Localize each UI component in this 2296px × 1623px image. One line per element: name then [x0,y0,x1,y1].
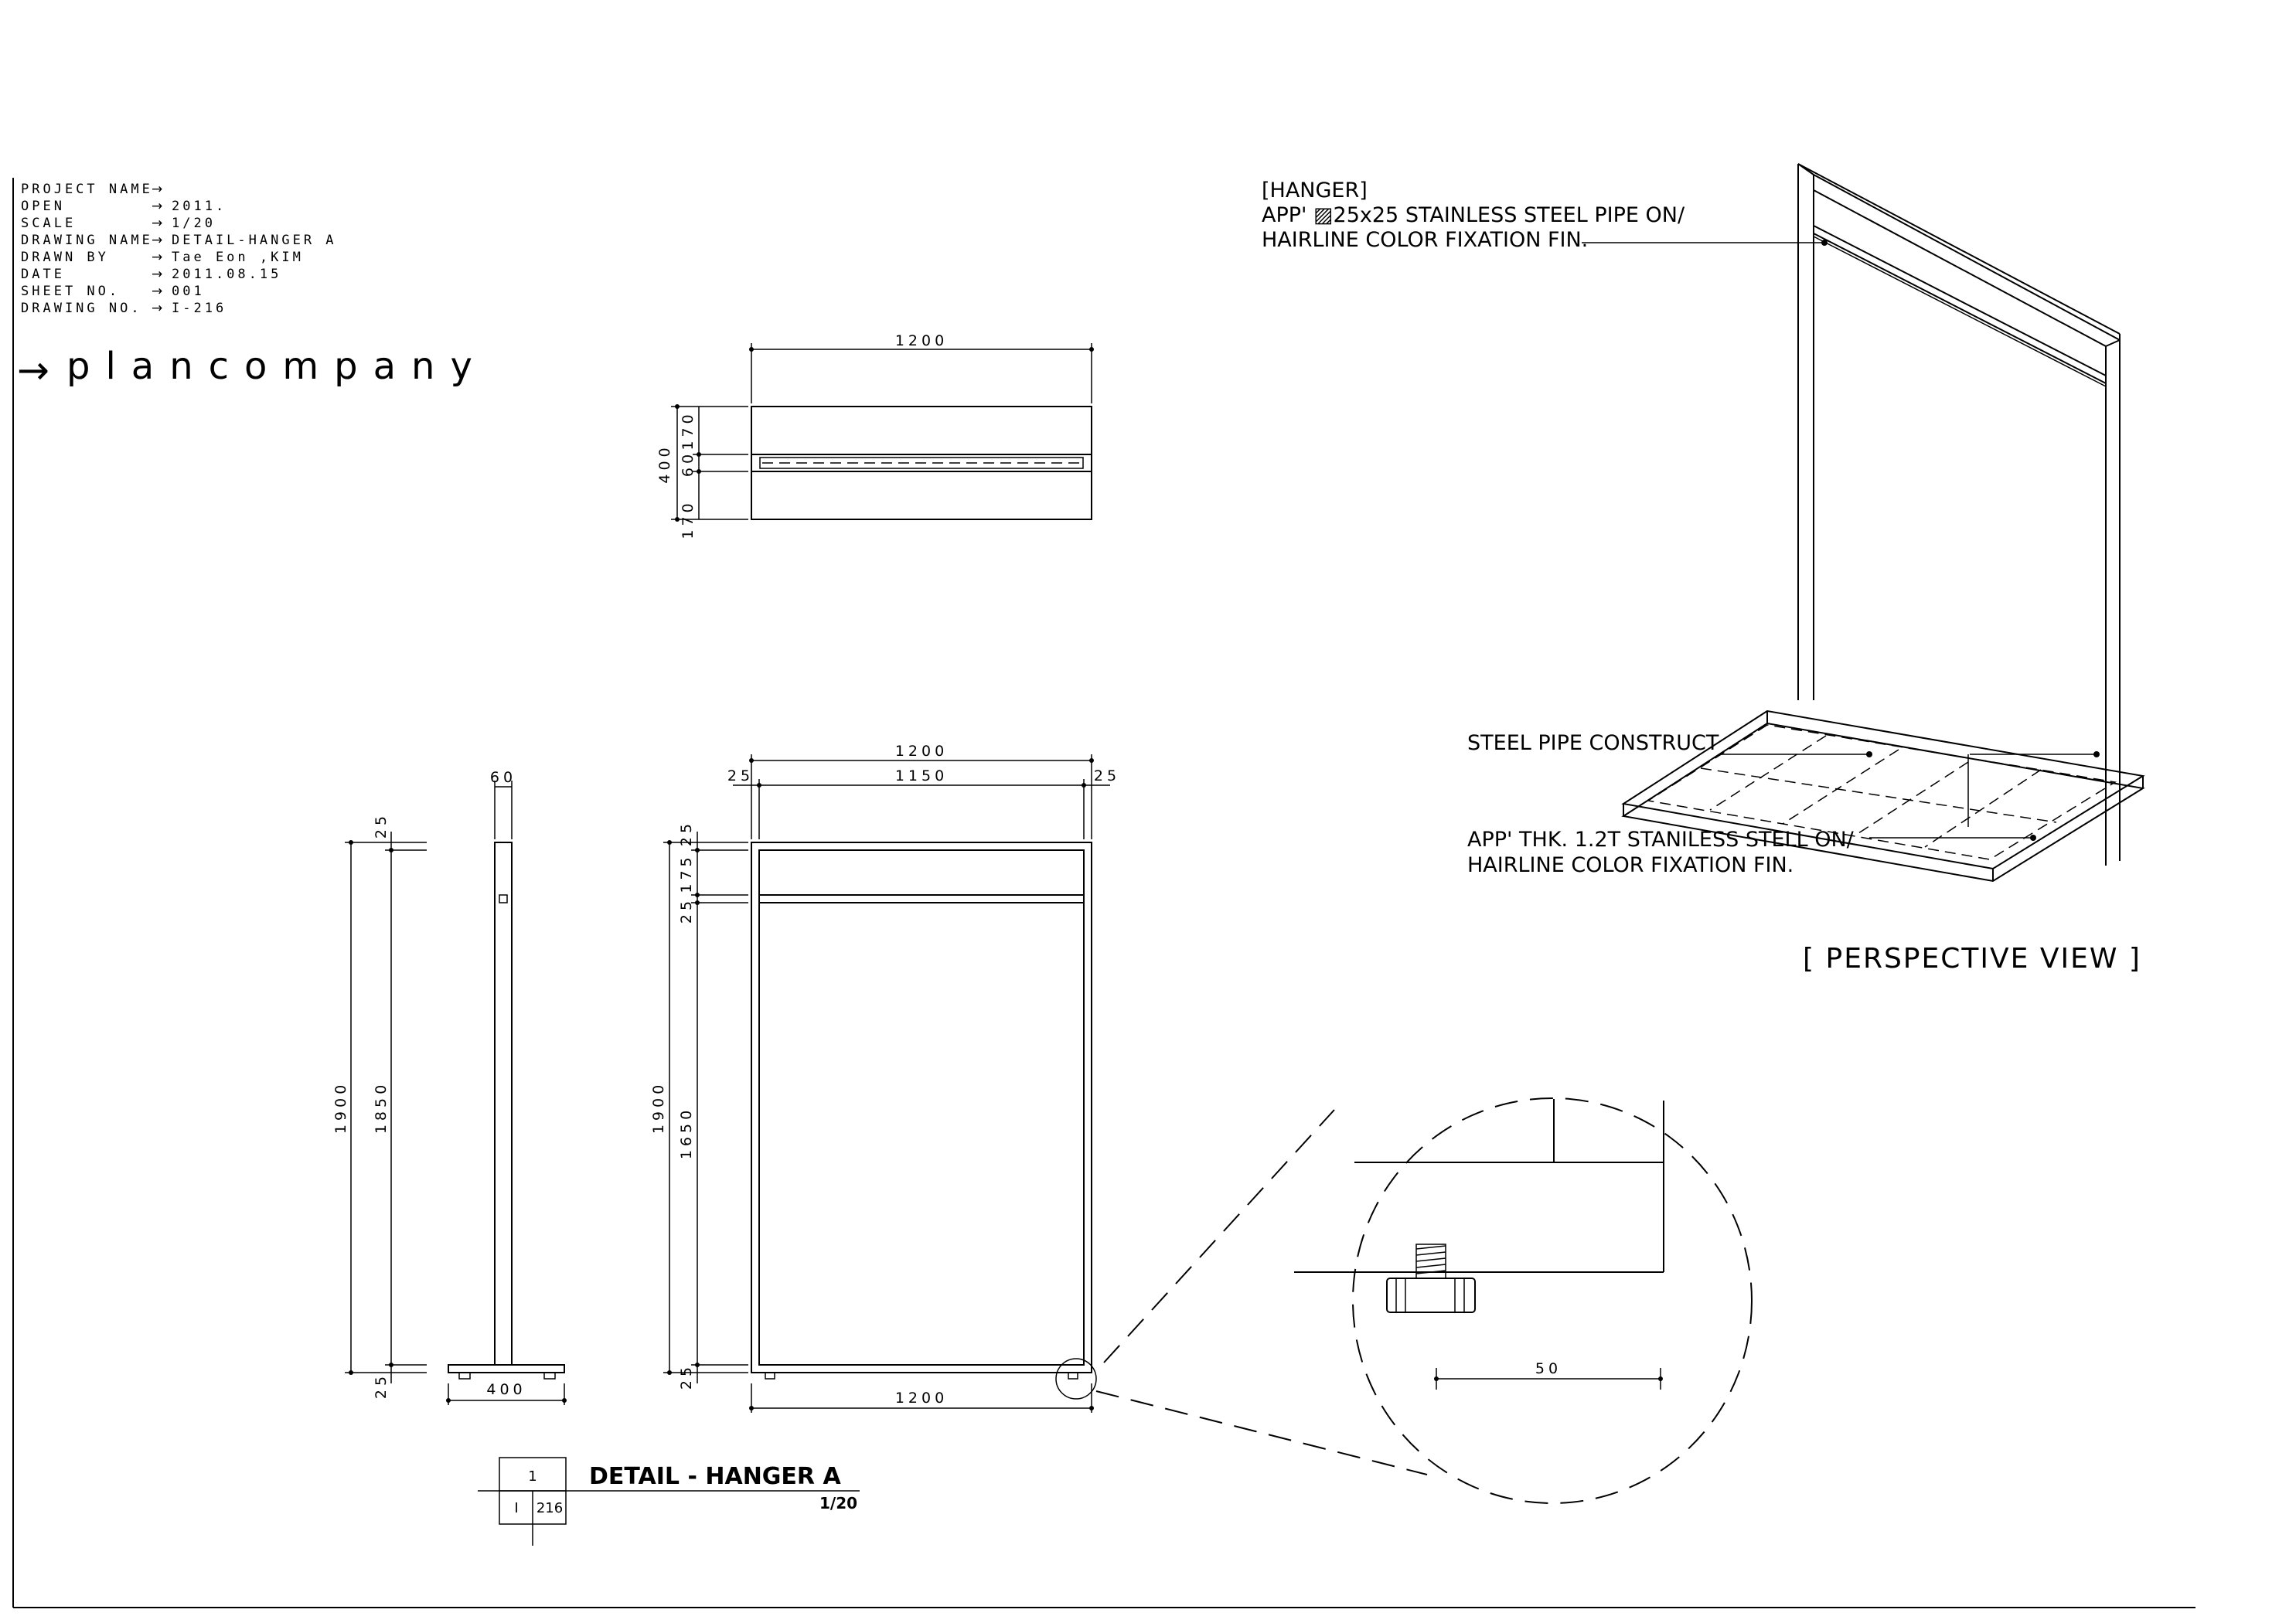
arrow-icon: → [152,216,165,231]
base-note-line-1: APP' THK. 1.2T STANILESS STELL ON/ [1467,828,1855,852]
arrow-icon: → [152,301,165,316]
drawing-sheet-right: 216 [537,1500,563,1516]
detail-callout: 50 [1055,1097,1753,1504]
front-view: 1200 1150 25 25 1200 1900 1650 25 175 25… [650,743,1120,1413]
hanger-note-line-2: APP' ▨25x25 STAINLESS STEEL PIPE ON/ [1262,203,1685,227]
drawing-label: 1 I 216 DETAIL - HANGER A 1/20 [478,1457,860,1546]
plan-height-dimension: 400 170 60 170 [656,404,748,539]
tb-value-drawing-no: I-216 [172,301,227,316]
tb-value-date: 2011.08.15 [172,267,281,282]
tb-label-drawing-no: DRAWING NO. [21,301,142,316]
arrow-icon: → [152,182,165,197]
front-outline [751,842,1092,1373]
arrow-icon: → [152,250,165,265]
side-view: 60 400 1900 1850 25 25 [332,769,567,1405]
tb-label-project-name: PROJECT NAME [21,182,153,197]
logo-arrow-icon: → [17,348,49,393]
front-seg-1-label: 25 [678,820,695,846]
front-right-offset-label: 25 [1094,767,1120,784]
front-left-offset-label: 25 [727,767,754,784]
detail-circle [1352,1097,1753,1504]
side-top-offset-label: 25 [373,812,390,839]
side-overall-height-label: 1900 [332,1081,349,1134]
tb-value-sheet-no: 001 [172,284,205,299]
front-bottom-width-label: 1200 [895,1390,948,1407]
perspective-view: [HANGER] APP' ▨25x25 STAINLESS STEEL PIP… [1262,163,2145,975]
plan-width-label: 1200 [895,332,948,349]
front-seg-4-label: 25 [678,1363,695,1390]
tb-value-drawing-name: DETAIL-HANGER A [172,233,337,248]
plan-outline [751,406,1092,520]
tb-label-drawn-by: DRAWN BY [21,250,109,265]
drawing-number: 1 [528,1468,537,1485]
hanger-note-line-1: [HANGER] [1262,179,1368,202]
arrow-icon: → [152,233,165,248]
detail-source-circle [1055,1358,1097,1400]
drawing-title: DETAIL - HANGER A [589,1463,841,1490]
side-upright [494,842,513,1366]
arrow-icon: → [152,284,165,299]
tb-label-open: OPEN [21,199,65,214]
perspective-leaders [1582,240,2100,841]
side-inner-height-label: 1850 [373,1081,390,1134]
drawing-scale: 1/20 [819,1494,857,1512]
tb-value-drawn-by: Tae Eon ,KIM [172,250,304,265]
title-block-arrows: → → → → → → → → [152,182,165,316]
plan-seg-top-label: 170 [680,410,697,450]
title-block: PROJECT NAME OPEN SCALE DRAWING NAME DRA… [17,182,488,393]
plan-view: 1200 400 170 60 170 [656,332,1094,539]
perspective-view-title: [ PERSPECTIVE VIEW ] [1803,943,2141,975]
title-block-values: 2011. 1/20 DETAIL-HANGER A Tae Eon ,KIM … [172,199,337,316]
company-logo: → plancompany [17,345,488,393]
front-overall-width-label: 1200 [895,743,948,760]
tb-value-open: 2011. [172,199,227,214]
hanger-note-line-3: HAIRLINE COLOR FIXATION FIN. [1262,228,1588,252]
front-seg-3-label: 25 [678,897,695,924]
perspective-frame [1797,163,2121,866]
arrow-icon: → [152,199,165,214]
leveling-foot [1386,1244,1476,1313]
side-top-dim-label: 60 [490,769,516,786]
tb-label-scale: SCALE [21,216,76,231]
tb-label-sheet-no: SHEET NO. [21,284,120,299]
front-inner-width-label: 1150 [895,767,948,784]
tb-value-scale: 1/20 [172,216,216,231]
hanger-note: [HANGER] APP' ▨25x25 STAINLESS STEEL PIP… [1262,179,1685,252]
drawing-sheet-left: I [514,1500,518,1516]
tb-label-drawing-name: DRAWING NAME [21,233,153,248]
side-rail-section [499,894,508,903]
plan-seg-bottom-label: 170 [680,499,697,539]
plan-height-label: 400 [656,444,673,483]
base-note-line-2: HAIRLINE COLOR FIXATION FIN. [1467,853,1794,877]
base-note: APP' THK. 1.2T STANILESS STELL ON/ HAIRL… [1467,828,1855,877]
plan-width-dimension: 1200 [749,332,1094,403]
title-block-labels: PROJECT NAME OPEN SCALE DRAWING NAME DRA… [21,182,153,316]
side-base [448,1364,565,1373]
side-base-dim-label: 400 [486,1381,526,1398]
plan-seg-mid-label: 60 [680,451,697,477]
front-inner-height-label: 1650 [678,1107,695,1159]
construct-note: STEEL PIPE CONSTRUCT [1467,731,1719,755]
detail-dim-label: 50 [1535,1360,1562,1377]
arrow-icon: → [152,267,165,282]
logo-text: plancompany [66,345,488,388]
front-seg-2-label: 175 [678,853,695,893]
side-bottom-offset-label: 25 [373,1373,390,1399]
sheet-border [12,178,2196,1608]
tb-label-date: DATE [21,267,65,282]
front-overall-height-label: 1900 [650,1081,667,1134]
